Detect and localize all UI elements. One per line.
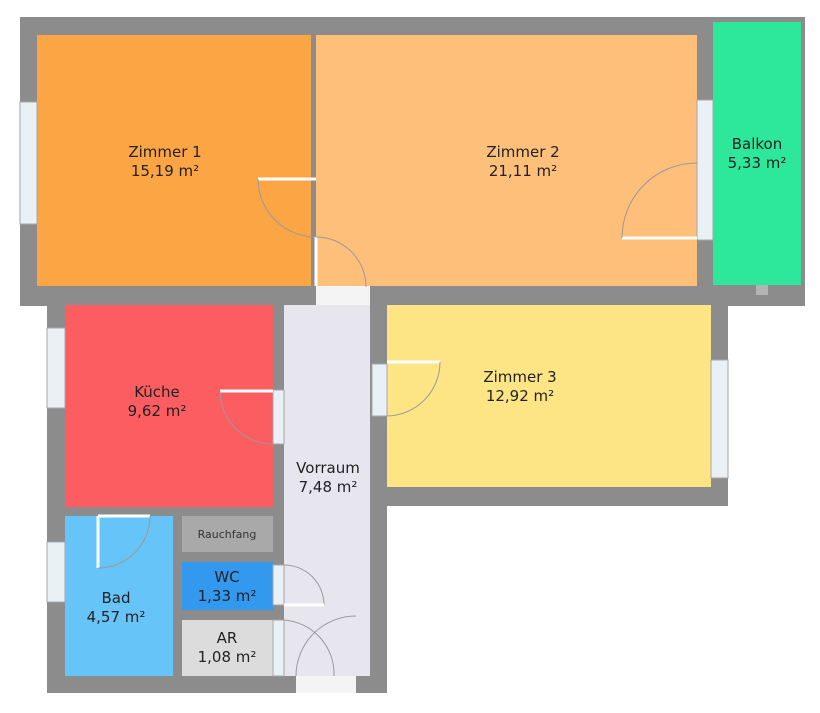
ar-name: AR (217, 629, 238, 647)
zimmer-2-name: Zimmer 2 (486, 143, 559, 161)
room-ar[interactable] (182, 620, 273, 676)
wc-area: 1,33 m² (198, 587, 257, 605)
room-zimmer-1[interactable] (37, 35, 311, 286)
entrance-opening (296, 676, 356, 693)
balkon-area: 5,33 m² (728, 154, 787, 172)
balcony-corner (756, 285, 768, 295)
ar-area: 1,08 m² (198, 648, 257, 666)
room-kueche[interactable] (65, 305, 273, 507)
balkon-name: Balkon (732, 135, 783, 153)
zimmer-1-name: Zimmer 1 (128, 143, 201, 161)
zimmer-3-name: Zimmer 3 (483, 368, 556, 386)
room-zimmer-3[interactable] (387, 305, 711, 487)
zimmer-3-area: 12,92 m² (486, 387, 554, 405)
kueche-area: 9,62 m² (128, 402, 187, 420)
vorraum-top-opening (316, 286, 370, 305)
room-rauchfang[interactable] (182, 516, 273, 552)
windows (19, 99, 729, 677)
zimmer-1-area: 15,19 m² (131, 162, 199, 180)
doors (96, 162, 698, 677)
room-vorraum[interactable] (284, 305, 370, 676)
room-zimmer-2[interactable] (316, 35, 697, 286)
vorraum-name: Vorraum (296, 459, 360, 477)
room-bad[interactable] (65, 516, 173, 676)
room-balkon[interactable] (713, 22, 801, 285)
zimmer-2-area: 21,11 m² (489, 162, 557, 180)
room-wc[interactable] (182, 562, 273, 610)
bad-name: Bad (101, 589, 130, 607)
kueche-name: Küche (134, 383, 180, 401)
wc-name: WC (214, 568, 239, 586)
bad-area: 4,57 m² (87, 608, 146, 626)
rauchfang-name: Rauchfang (198, 528, 257, 541)
vorraum-area: 7,48 m² (299, 478, 358, 496)
